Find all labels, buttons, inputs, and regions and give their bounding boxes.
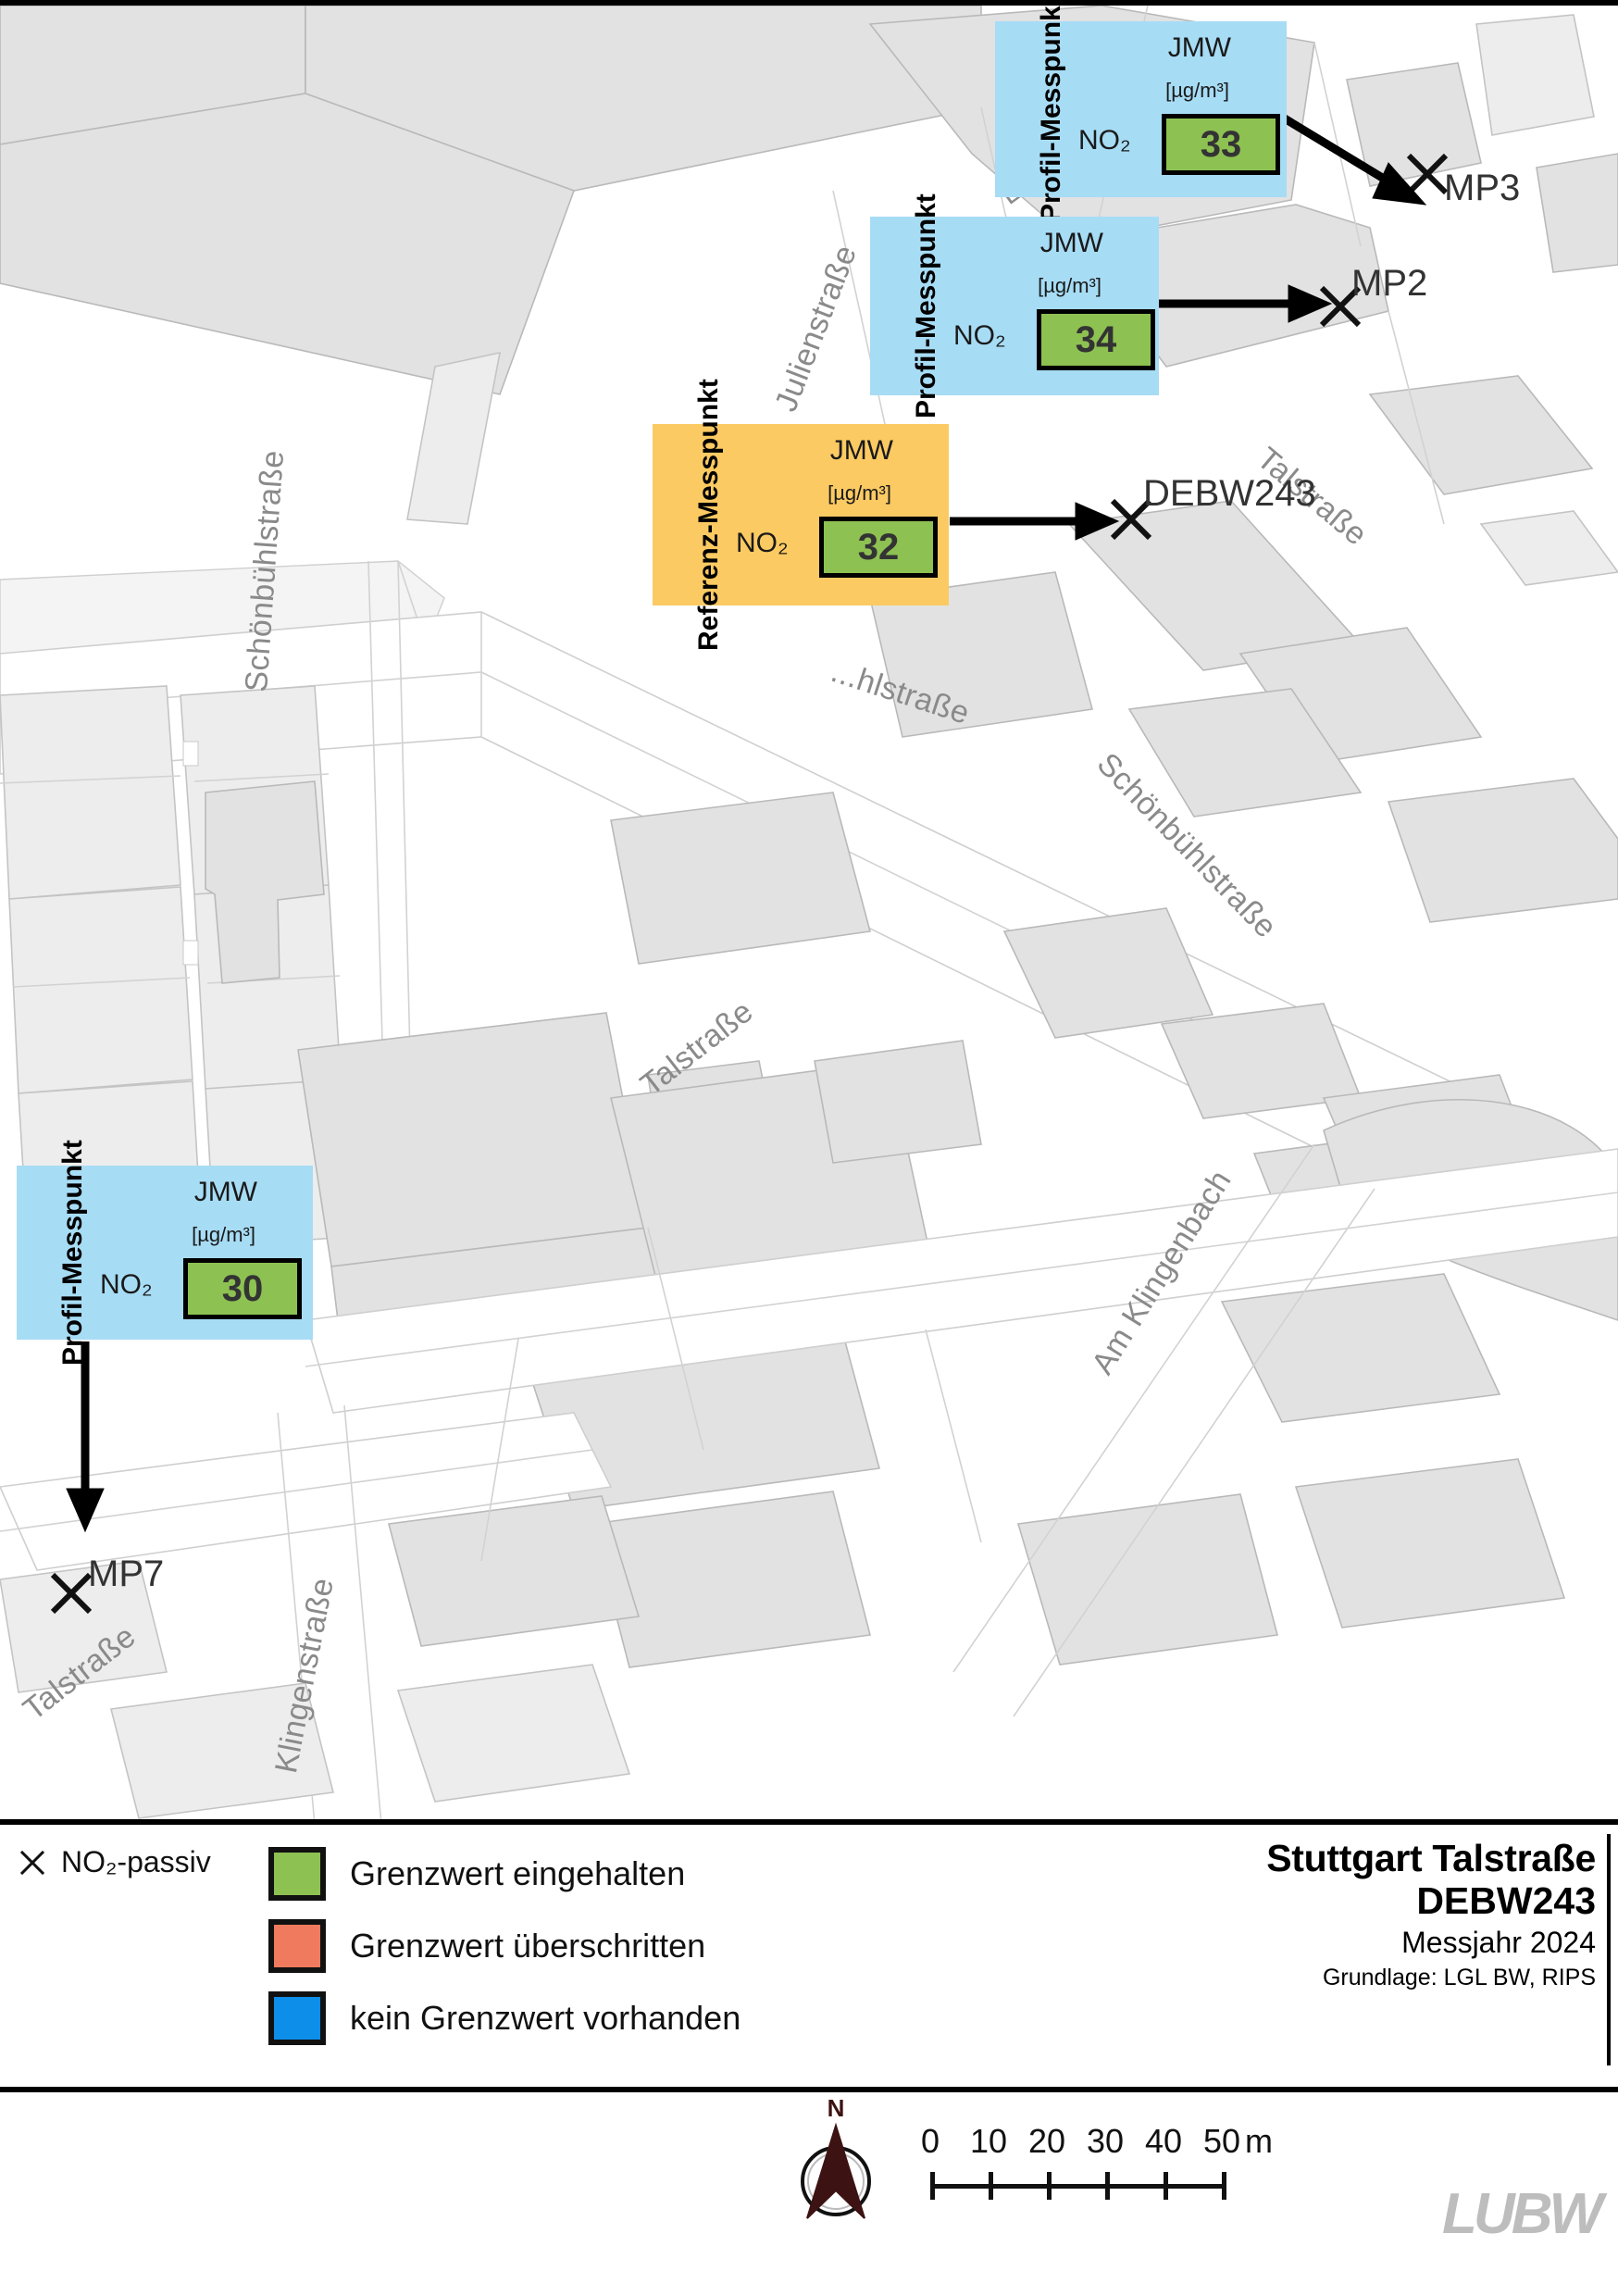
info-box-unit-label: [µg/m³] (1038, 274, 1101, 297)
legend-item-label: Grenzwert überschritten (350, 1927, 706, 1965)
info-box-unit-label: [µg/m³] (192, 1223, 255, 1246)
title-block: Stuttgart Talstraße DEBW243 Messjahr 202… (1266, 1837, 1596, 1994)
scale-tick-label: 0 (920, 2122, 940, 2160)
info-box-kind-line1: Profil- (57, 1285, 88, 1366)
info-box-unit-label: [µg/m³] (1165, 79, 1229, 102)
legend-item: Grenzwert eingehalten (268, 1838, 741, 1910)
leader-arrows (66, 104, 1427, 1533)
marker-x-group (50, 153, 1449, 1615)
title-source: Grundlage: LGL BW, RIPS (1322, 1965, 1596, 1990)
info-box-jmw-label: JMW (829, 435, 893, 466)
legend-passive-label: NO₂-passiv (61, 1845, 211, 1878)
info-box-mp7[interactable]: Profil-Messpunkt JMW [µg/m³] NO₂ 30 (17, 1140, 313, 1366)
scale-tick-label: 40 (1144, 2122, 1183, 2160)
info-box-unit-label: [µg/m³] (828, 481, 891, 505)
info-box-kind-label: Referenz-Messpunkt (653, 379, 724, 650)
info-box-kind-label: Profil-Messpunkt (995, 6, 1066, 222)
legend-passive-entry: NO₂-passiv (17, 1845, 211, 1879)
x-marker-icon (17, 1847, 48, 1878)
info-box-body: JMW [µg/m³] NO₂ 33 (1065, 21, 1287, 197)
info-box-kind-line1: Profil- (1036, 142, 1066, 222)
title-divider (1607, 1834, 1611, 2065)
title-station-name: Stuttgart Talstraße (1266, 1837, 1596, 1879)
info-box-body: JMW [µg/m³] NO₂ 32 (723, 424, 949, 605)
info-box-kind-line2: Messpunkt (57, 1140, 88, 1286)
info-box-body: JMW [µg/m³] NO₂ 34 (940, 217, 1159, 395)
scale-unit-label: m (1245, 2122, 1273, 2160)
marker-label-mp3[interactable]: MP3 (1444, 168, 1521, 208)
info-box-kind-line2: Messpunkt (911, 193, 941, 339)
legend-item: kein Grenzwert vorhanden (268, 1982, 741, 2054)
info-box-kind-line2: Messpunkt (693, 379, 724, 524)
info-box-mp3[interactable]: Profil-Messpunkt JMW [µg/m³] NO₂ 33 (995, 6, 1287, 222)
legend-item-label: Grenzwert eingehalten (350, 1854, 686, 1892)
scale-tick-label: 30 (1086, 2122, 1125, 2160)
info-box-value: 32 (819, 517, 938, 578)
marker-label-debw243[interactable]: DEBW243 (1143, 473, 1316, 514)
map-canvas[interactable]: .bld{fill:#e2e2e2;stroke:#b9b9b9;stroke-… (0, 0, 1618, 1819)
info-box-kind-line1: Profil- (911, 338, 941, 419)
info-box-pollutant-label: NO₂ (736, 528, 789, 558)
info-box-pollutant-label: NO₂ (100, 1269, 153, 1300)
scale-tick-label: 50 (1202, 2122, 1241, 2160)
info-box-mp2[interactable]: Profil-Messpunkt JMW [µg/m³] NO₂ 34 (870, 193, 1159, 418)
north-letter: N (827, 2094, 845, 2122)
info-box-kind-line2: Messpunkt (1036, 0, 1066, 143)
legend-swatch (268, 1847, 326, 1901)
title-station-code: DEBW243 (1416, 1878, 1596, 1922)
legend-item-label: kein Grenzwert vorhanden (350, 1999, 741, 2037)
marker-label-mp7[interactable]: MP7 (88, 1554, 165, 1594)
info-box-pollutant-label: NO₂ (953, 320, 1006, 351)
scale-tick-label: 20 (1027, 2122, 1066, 2160)
legend-swatch (268, 1991, 326, 2045)
north-arrow-icon (801, 2122, 871, 2219)
info-box-pollutant-label: NO₂ (1078, 125, 1131, 156)
lubw-logo: LUBW (1442, 2182, 1603, 2246)
title-year: Messjahr 2024 (1401, 1925, 1596, 1959)
info-box-jmw-label: JMW (193, 1177, 257, 1207)
info-box-jmw-label: JMW (1167, 32, 1231, 63)
info-box-body: JMW [µg/m³] NO₂ 30 (87, 1166, 313, 1340)
info-box-kind-line1: Referenz- (693, 524, 724, 651)
info-box-kind-label: Profil-Messpunkt (870, 193, 941, 418)
legend-swatch (268, 1919, 326, 1973)
info-box-jmw-label: JMW (1039, 228, 1103, 258)
info-box-value: 34 (1037, 309, 1155, 370)
info-box-value: 33 (1162, 114, 1280, 175)
info-box-kind-label: Profil-Messpunkt (17, 1140, 88, 1365)
info-box-debw243[interactable]: Referenz-Messpunkt JMW [µg/m³] NO₂ 32 (653, 379, 949, 651)
info-box-value: 30 (183, 1258, 302, 1319)
marker-label-mp2[interactable]: MP2 (1351, 263, 1428, 304)
legend-item: Grenzwert überschritten (268, 1910, 741, 1982)
scale-tick-label: 10 (969, 2122, 1008, 2160)
